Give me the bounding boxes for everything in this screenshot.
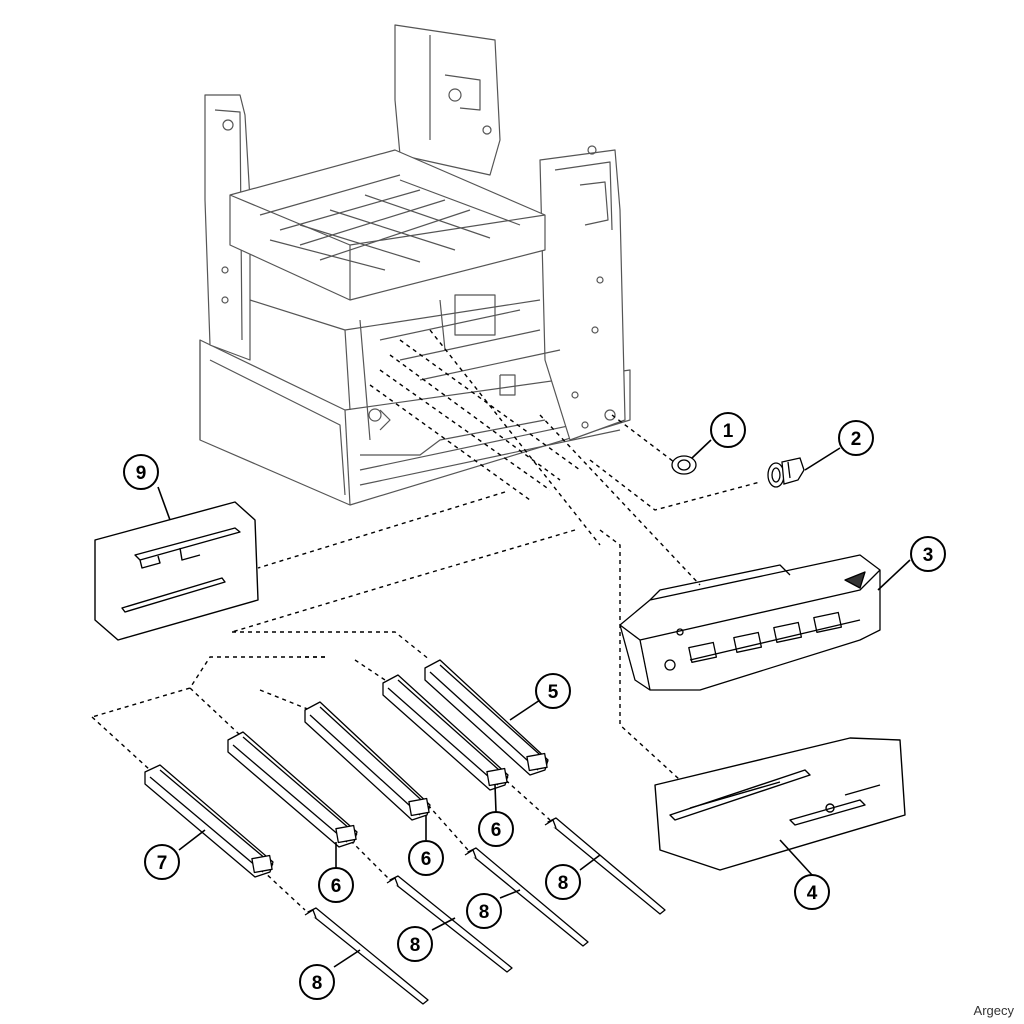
svg-text:6: 6	[331, 876, 342, 897]
svg-text:4: 4	[807, 883, 818, 904]
svg-text:8: 8	[410, 935, 421, 956]
svg-text:6: 6	[491, 820, 502, 841]
part-5-tray	[424, 659, 549, 776]
part-6b-tray	[304, 701, 431, 821]
part-9-kit-box	[94, 501, 259, 641]
callout-9: 9	[123, 454, 159, 490]
part-8d-strip	[304, 907, 429, 1005]
callout-6c: 6	[478, 811, 514, 847]
leader-part-7	[91, 656, 325, 718]
leader-part-9	[257, 491, 506, 569]
part-1-bearing	[671, 455, 697, 475]
callout-8d: 8	[299, 964, 335, 1000]
leader-part-2	[589, 459, 761, 511]
leader-part-8d	[261, 869, 306, 911]
callout-8b: 8	[466, 893, 502, 929]
part-6a-tray	[227, 731, 358, 848]
callout-2: 2	[838, 420, 874, 456]
leader-part-1	[611, 414, 679, 466]
leader-part-3	[539, 414, 701, 586]
leader-part-bundle-e	[369, 384, 531, 501]
part-8b-strip	[464, 847, 589, 947]
part-4-kit-box	[654, 737, 906, 871]
leader-part-8b	[427, 804, 469, 851]
callout-8c: 8	[397, 926, 433, 962]
callout-4: 4	[794, 874, 830, 910]
callout-3: 3	[910, 536, 946, 572]
leader-part-bundle-c	[389, 354, 561, 481]
svg-text:9: 9	[136, 463, 147, 484]
callout-6b: 6	[408, 840, 444, 876]
svg-text:5: 5	[548, 682, 559, 703]
callout-5: 5	[535, 673, 571, 709]
svg-text:8: 8	[312, 973, 323, 994]
callout-8a: 8	[545, 864, 581, 900]
leader-part-bundle-a	[429, 329, 601, 546]
leader-part-bundle-d	[379, 369, 551, 491]
callout-1: 1	[710, 412, 746, 448]
svg-text:6: 6	[421, 849, 432, 870]
part-8c-strip	[386, 875, 513, 973]
leader-part-5	[231, 529, 576, 633]
part-6c-tray	[382, 674, 509, 791]
leader-part-7-b	[91, 716, 151, 771]
leader-lines	[91, 329, 761, 911]
leader-part-6-mid	[354, 659, 386, 681]
callout-stems	[157, 439, 911, 968]
leader-part-bundle-b	[399, 339, 581, 471]
leader-part-6a	[189, 687, 241, 736]
svg-text:8: 8	[558, 873, 569, 894]
callout-7: 7	[144, 844, 180, 880]
callout-6a: 6	[318, 867, 354, 903]
svg-text:7: 7	[157, 853, 168, 874]
part-3-front-panel	[619, 554, 881, 691]
part-7-tray	[144, 764, 274, 878]
leader-part-6b	[259, 689, 311, 711]
svg-text:2: 2	[851, 429, 862, 450]
svg-text:1: 1	[723, 421, 734, 442]
leader-part-4	[599, 529, 681, 781]
svg-text:8: 8	[479, 902, 490, 923]
watermark: Argecy	[973, 1003, 1014, 1018]
svg-text:3: 3	[923, 545, 934, 566]
part-2-gear-coupling	[767, 457, 805, 488]
leader-part-8a	[499, 774, 551, 821]
part-8a-strip	[544, 817, 666, 915]
printer-frame-assembly	[199, 24, 631, 506]
leader-part-5-b	[232, 631, 431, 661]
